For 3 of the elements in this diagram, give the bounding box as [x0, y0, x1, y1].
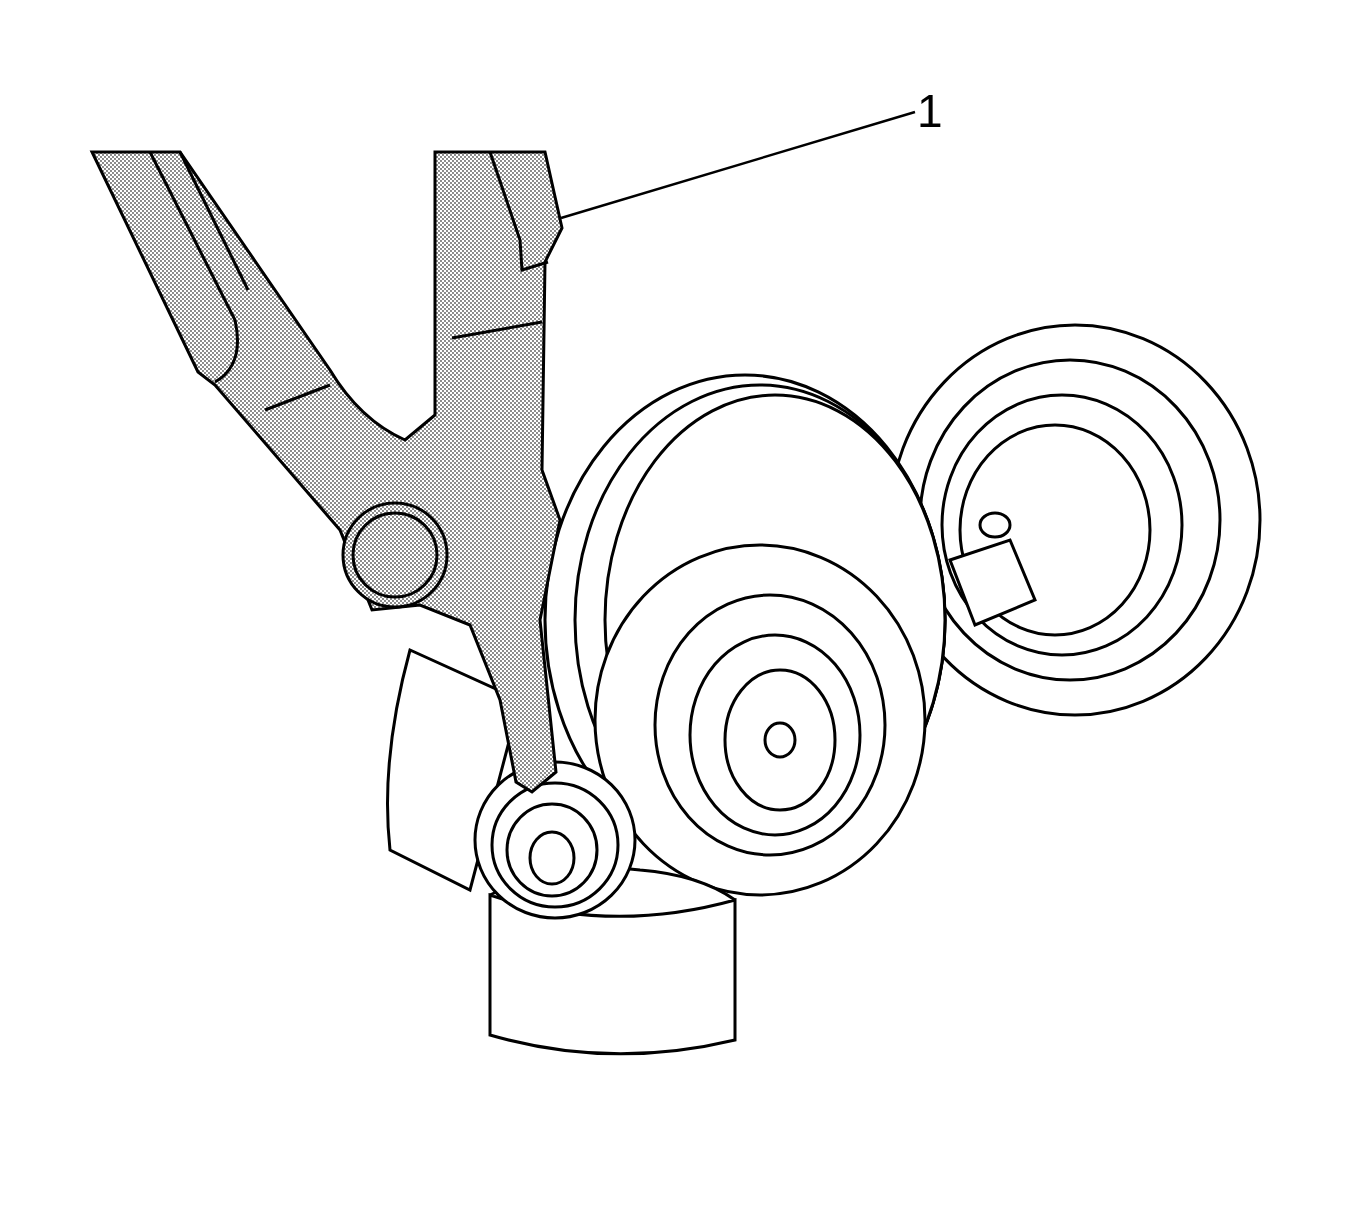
callout-number: 1 — [917, 88, 943, 134]
pliers-drawing — [90, 150, 564, 794]
leader-line — [560, 110, 916, 220]
